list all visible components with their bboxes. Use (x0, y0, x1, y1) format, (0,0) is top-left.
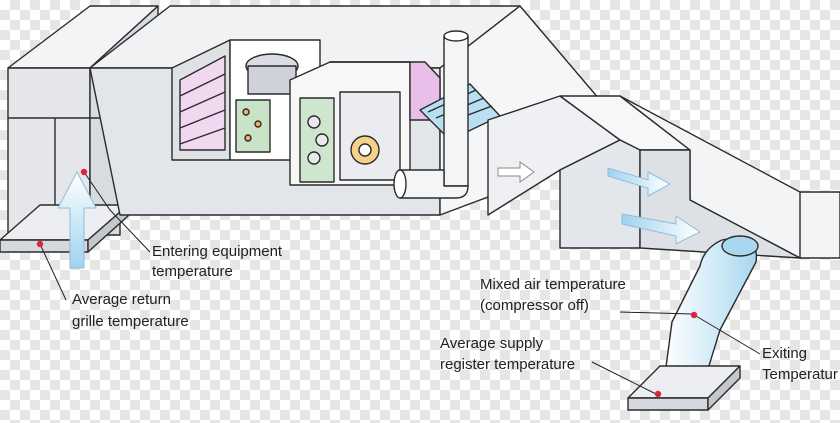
return-air-arrow (57, 170, 97, 269)
supply-register-label: Average supply register temperature (440, 335, 575, 373)
supply-duct (487, 95, 840, 259)
return-grille-base (0, 204, 129, 253)
return-grille-marker (36, 240, 44, 248)
mixed-air-label: Mixed air temperature (compressor off) (480, 276, 630, 314)
supply-register-base (627, 365, 741, 411)
control-section (289, 61, 411, 186)
return-grille-label: Average return grille temperature (72, 291, 189, 330)
entering-temp-marker (80, 168, 88, 176)
entering-temp-label: Entering equipment temperature (152, 243, 286, 280)
supply-register-marker (654, 390, 662, 398)
filter-rack (171, 39, 231, 161)
exiting-temp-label: Exiting Temperatur (762, 345, 838, 383)
mixed-air-marker (690, 311, 698, 319)
flue-pipe (393, 30, 469, 199)
measurement-points (36, 168, 698, 398)
supply-airflow-arrows (497, 161, 701, 245)
annotation-leaders (39, 171, 761, 395)
flex-duct (663, 235, 759, 383)
